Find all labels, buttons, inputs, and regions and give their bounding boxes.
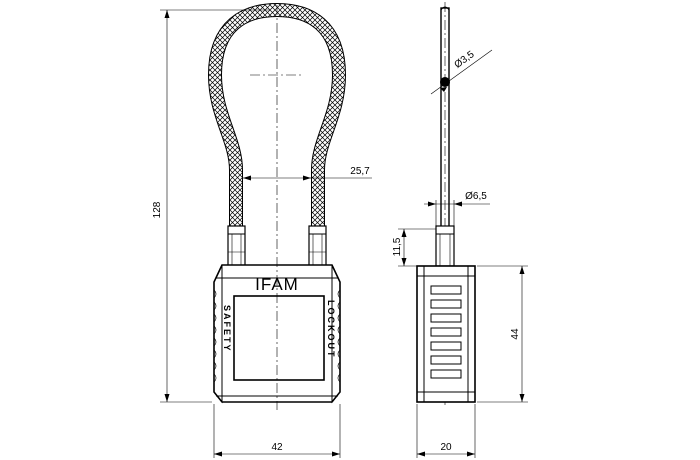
dim-shoulder-height: 11,5: [392, 228, 436, 267]
label-sleeve-diameter: Ø6,5: [465, 191, 487, 202]
left-ferrule: [227, 225, 246, 267]
label-shoulder-height: 11,5: [392, 237, 403, 256]
side-view: [416, 2, 476, 405]
side-body: [416, 265, 476, 403]
side-ribs: [430, 285, 462, 379]
dim-loop-width: 25,7: [243, 166, 372, 181]
front-view: IFAM SAFETY LOCKOUT: [207, 2, 347, 410]
side-label-lockout: LOCKOUT: [326, 300, 336, 359]
dim-body-depth: 20: [416, 404, 476, 458]
brand-label: IFAM: [255, 275, 299, 294]
label-body-width: 42: [271, 442, 283, 453]
right-ferrule: [308, 225, 327, 267]
side-label-safety: SAFETY: [222, 305, 232, 353]
dim-sleeve-diameter: Ø6,5: [424, 191, 490, 226]
label-window: [233, 295, 325, 381]
label-body-depth: 20: [440, 442, 452, 453]
dim-cable-diameter: Ø3,5: [430, 49, 493, 95]
label-body-height: 44: [510, 328, 521, 340]
dim-body-width: 42: [213, 404, 341, 458]
label-cable-diameter: Ø3,5: [453, 49, 477, 71]
label-total-height: 128: [152, 201, 163, 218]
dim-body-height: 44: [477, 265, 528, 403]
label-loop-width: 25,7: [350, 166, 370, 177]
dim-total-height: 128: [152, 9, 270, 403]
